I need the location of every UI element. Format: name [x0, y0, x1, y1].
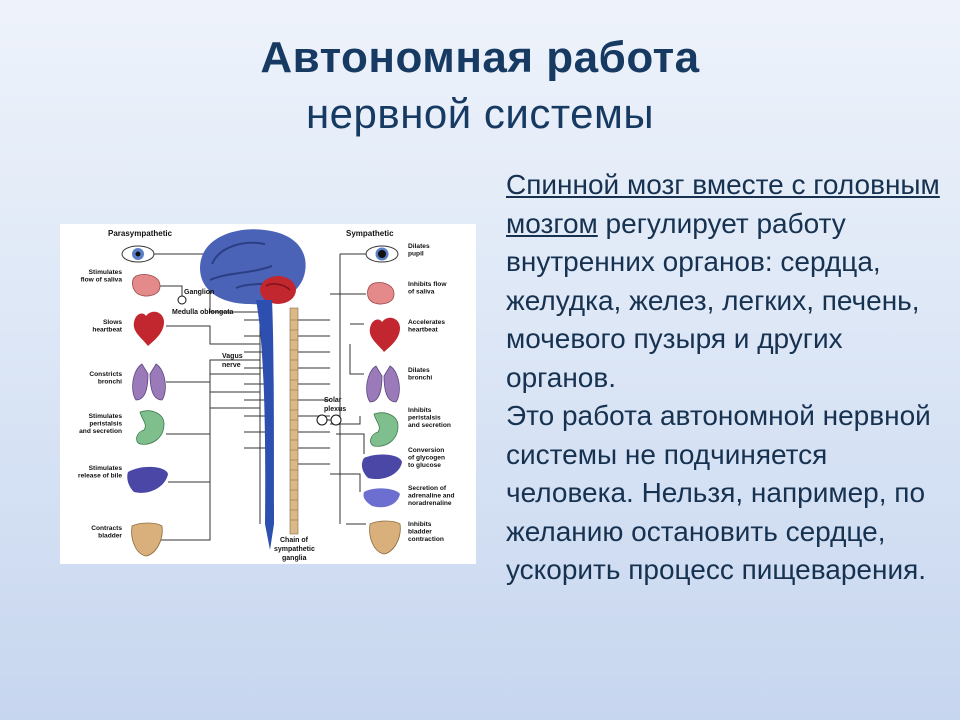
right-adrenal — [363, 488, 400, 508]
spinal-cord — [256, 300, 274, 550]
left-label-2-line-2: heartbeat — [92, 327, 122, 334]
right-label-4-line-2: bronchi — [408, 375, 432, 382]
right-heart — [369, 317, 400, 352]
right-label-2-line-1: Inhibits flow — [408, 281, 447, 288]
description-underlined: Спинной мозг вместе с головным мозгом — [506, 169, 940, 239]
brain — [200, 229, 306, 305]
nervous-system-diagram: Parasympathetic Sympathetic — [60, 224, 476, 564]
left-bladder — [131, 522, 163, 557]
solar-plexus-marker-2 — [330, 414, 342, 426]
right-label-5-line-2: peristalsis — [408, 415, 441, 422]
label-solar-2: plexus — [324, 406, 346, 413]
label-chain-2: sympathetic — [274, 546, 315, 553]
title-line-1: Автономная работа — [260, 33, 700, 82]
right-label-6-line-2: of glycogen — [408, 455, 445, 462]
sympathetic-nerves — [298, 253, 368, 525]
sympathetic-chain — [289, 307, 299, 535]
left-organs — [121, 245, 168, 557]
title-line-2: нервной системы — [305, 90, 655, 137]
right-label-5-line-3: and secretion — [408, 422, 451, 429]
left-label-4-line-1: Stimulates — [89, 413, 123, 420]
right-label-8-line-1: Inhibits — [408, 521, 432, 528]
left-label-3-line-2: bronchi — [98, 379, 122, 386]
left-liver — [127, 466, 168, 493]
left-label-6-line-2: bladder — [98, 533, 122, 540]
label-chain-3: ganglia — [282, 555, 307, 562]
left-heart — [133, 311, 164, 346]
right-bladder — [369, 520, 401, 555]
left-label-1-line-2: flow of saliva — [81, 277, 123, 284]
label-medulla: Medulla oblongata — [172, 309, 234, 316]
header-sympathetic: Sympathetic — [346, 229, 394, 238]
left-label-4-line-2: peristalsis — [89, 421, 122, 428]
right-eye — [365, 245, 399, 263]
right-label-4-line-1: Dilates — [408, 367, 430, 374]
right-label-6-line-3: to glucose — [408, 462, 441, 469]
description-paragraph-1: Спинной мозг вместе с головным мозгом ре… — [506, 166, 946, 397]
ganglion-marker — [177, 295, 187, 305]
right-label-8-line-2: bladder — [408, 529, 432, 536]
solar-plexus-marker — [316, 414, 328, 426]
right-liver — [361, 454, 402, 480]
slide-title: Автономная работа нервной системы — [0, 30, 960, 142]
label-vagus-2: nerve — [222, 362, 241, 369]
right-salivary-gland — [367, 282, 395, 305]
right-label-7-line-3: noradrenaline — [408, 500, 452, 507]
left-stomach — [136, 410, 165, 445]
right-lungs — [366, 365, 400, 403]
label-vagus-1: Vagus — [222, 353, 243, 360]
label-chain-1: Chain of — [280, 537, 309, 544]
right-label-1-line-1: Dilates — [408, 243, 430, 250]
left-label-2-line-1: Slows — [103, 319, 122, 326]
description-rest: регулирует работу внутренних органов: се… — [506, 207, 920, 393]
right-stomach — [370, 412, 399, 447]
left-label-5-line-1: Stimulates — [89, 465, 123, 472]
right-label-3-line-2: heartbeat — [408, 327, 438, 334]
left-eye — [121, 245, 155, 263]
label-ganglion: Ganglion — [184, 289, 214, 296]
right-label-3-line-1: Accelerates — [408, 319, 445, 326]
left-label-1-line-1: Stimulates — [89, 269, 123, 276]
left-salivary-gland — [132, 274, 161, 297]
right-label-7-line-1: Secretion of — [408, 485, 447, 492]
right-label-5-line-1: Inhibits — [408, 407, 432, 414]
left-label-6-line-1: Contracts — [91, 525, 122, 532]
left-label-4-line-3: and secretion — [79, 428, 122, 435]
left-lungs — [132, 363, 166, 401]
description-paragraph-2: Это работа автономной нервной системы не… — [506, 400, 931, 585]
right-label-8-line-3: contraction — [408, 536, 444, 543]
right-label-1-line-2: pupil — [408, 251, 424, 258]
header-parasympathetic: Parasympathetic — [108, 229, 173, 238]
left-label-5-line-2: release of bile — [78, 473, 122, 480]
left-label-3-line-1: Constricts — [89, 371, 122, 378]
right-label-6-line-1: Conversion — [408, 447, 444, 454]
right-label-7-line-2: adrenaline and — [408, 493, 455, 500]
right-label-2-line-2: of saliva — [408, 289, 435, 296]
right-organs — [361, 245, 402, 555]
label-solar-1: Solar — [324, 397, 342, 404]
description-text: Спинной мозг вместе с головным мозгом ре… — [506, 166, 946, 590]
